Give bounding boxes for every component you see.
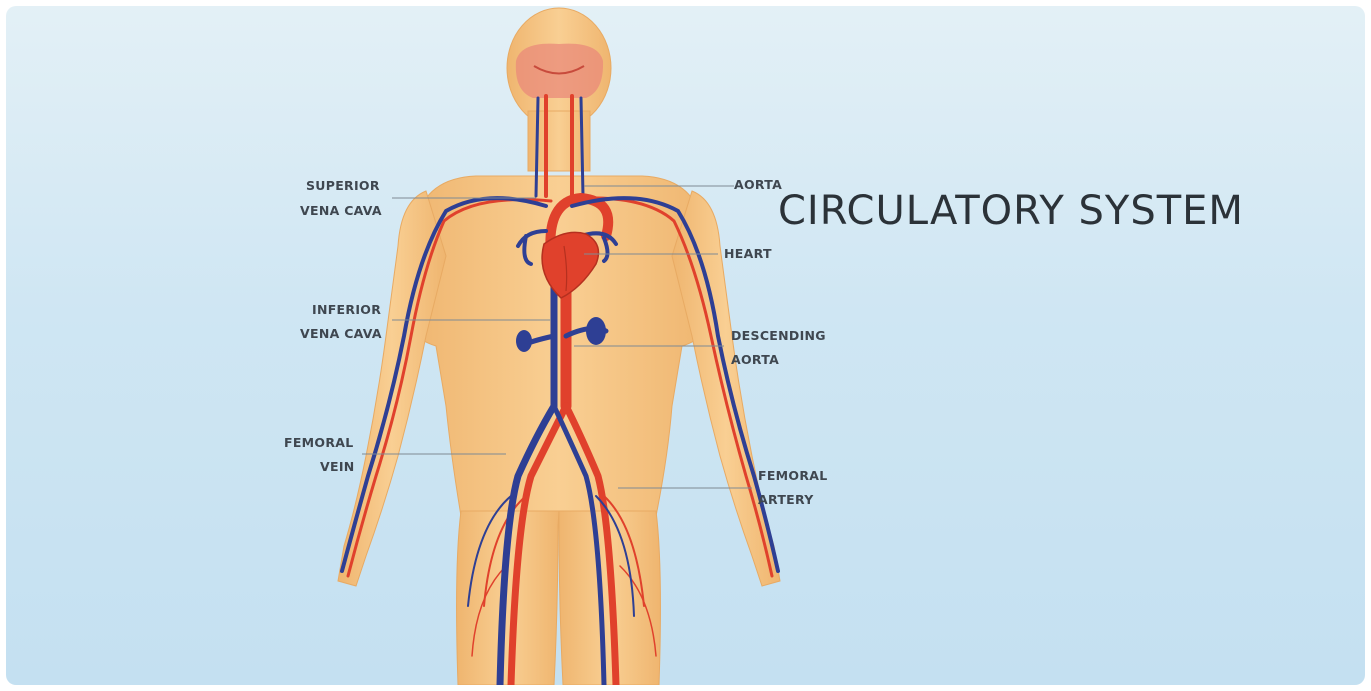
femoral-vein-label-line2: VEIN — [320, 459, 355, 474]
femoral-artery-label-line2: ARTERY — [758, 492, 814, 507]
diagram-frame: SUPERIOR VENA CAVA AORTA HEART INFERIOR … — [6, 6, 1365, 685]
femoral-artery-label-line1: FEMORAL — [758, 468, 828, 483]
descending-aorta-label-line1: DESCENDING — [731, 328, 826, 343]
descending-aorta-label-line2: AORTA — [731, 352, 779, 367]
inferior-vena-cava-label-line2: VENA CAVA — [300, 326, 382, 341]
circulatory-diagram: SUPERIOR VENA CAVA AORTA HEART INFERIOR … — [6, 6, 1365, 685]
superior-vena-cava-label-line2: VENA CAVA — [300, 203, 382, 218]
brain — [516, 44, 603, 98]
femoral-vein-label-line1: FEMORAL — [284, 435, 354, 450]
heart-label: HEART — [724, 246, 772, 261]
inferior-vena-cava-label-line1: INFERIOR — [312, 302, 381, 317]
diagram-title: CIRCULATORY SYSTEM — [778, 188, 1244, 234]
superior-vena-cava-label-line1: SUPERIOR — [306, 178, 380, 193]
aorta-label: AORTA — [734, 177, 782, 192]
